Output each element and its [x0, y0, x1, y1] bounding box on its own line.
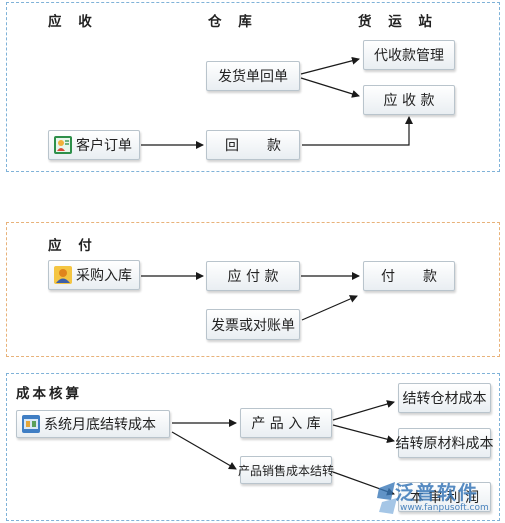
- receivable-box[interactable]: 应 收 款: [363, 85, 455, 115]
- warehouse-column-title: 仓 库: [208, 14, 258, 30]
- product-in-label: 产 品 入 库: [251, 416, 321, 432]
- gross-profit-box[interactable]: 本 审 利 润: [398, 482, 491, 512]
- payable-title: 应 付: [48, 238, 98, 254]
- watermark-brand: 泛普软件: [395, 482, 480, 504]
- payable-label: 应 付 款: [227, 269, 279, 285]
- transfer-material-cost-label: 结转仓材成本: [402, 391, 487, 407]
- gross-profit-label: 本 审 利 润: [409, 490, 480, 506]
- cod-management-label: 代收款管理: [374, 48, 444, 64]
- transfer-raw-cost-box[interactable]: 结转原材料成本: [395, 428, 494, 458]
- payable-section: [6, 222, 500, 357]
- delivery-receipt-label: 发货单回单: [218, 69, 288, 85]
- customer-order-box[interactable]: 客户订单: [48, 130, 140, 160]
- fanpu-logo: [377, 482, 397, 514]
- customer-order-icon: [54, 136, 72, 154]
- transfer-material-cost-box[interactable]: 结转仓材成本: [398, 383, 491, 413]
- transfer-raw-cost-label: 结转原材料成本: [395, 436, 494, 452]
- product-in-box[interactable]: 产 品 入 库: [240, 408, 332, 438]
- customer-order-label: 客户订单: [76, 138, 132, 154]
- costing-section: [6, 373, 500, 521]
- cod-management-box[interactable]: 代收款管理: [363, 40, 455, 70]
- payment-back-box[interactable]: 回 款: [206, 130, 300, 160]
- purchase-in-label: 采购入库: [76, 268, 132, 284]
- delivery-receipt-box[interactable]: 发货单回单: [206, 61, 300, 91]
- freight-station-column-title: 货 运 站: [358, 14, 438, 30]
- receivable-section: [6, 2, 500, 172]
- receivable-label: 应 收 款: [383, 93, 435, 109]
- purchase-in-icon: [54, 266, 72, 284]
- payable-box[interactable]: 应 付 款: [206, 261, 300, 291]
- product-sales-cost-box[interactable]: 产品销售成本结转: [238, 456, 335, 484]
- invoice-statement-label: 发票或对账单: [211, 317, 295, 334]
- receivable-title: 应 收: [48, 14, 98, 30]
- watermark-url: www.fanpusoft.com: [400, 503, 489, 513]
- payment-label: 付 款: [381, 269, 437, 285]
- product-sales-cost-label: 产品销售成本结转: [238, 463, 335, 478]
- month-end-box[interactable]: 系统月底结转成本: [16, 410, 170, 438]
- month-end-icon: [22, 415, 40, 433]
- month-end-label: 系统月底结转成本: [44, 417, 156, 433]
- payment-box[interactable]: 付 款: [363, 261, 455, 291]
- payment-back-label: 回 款: [225, 138, 281, 154]
- invoice-statement-box[interactable]: 发票或对账单: [206, 309, 300, 340]
- costing-title: 成本核算: [16, 386, 82, 402]
- purchase-in-box[interactable]: 采购入库: [48, 260, 140, 290]
